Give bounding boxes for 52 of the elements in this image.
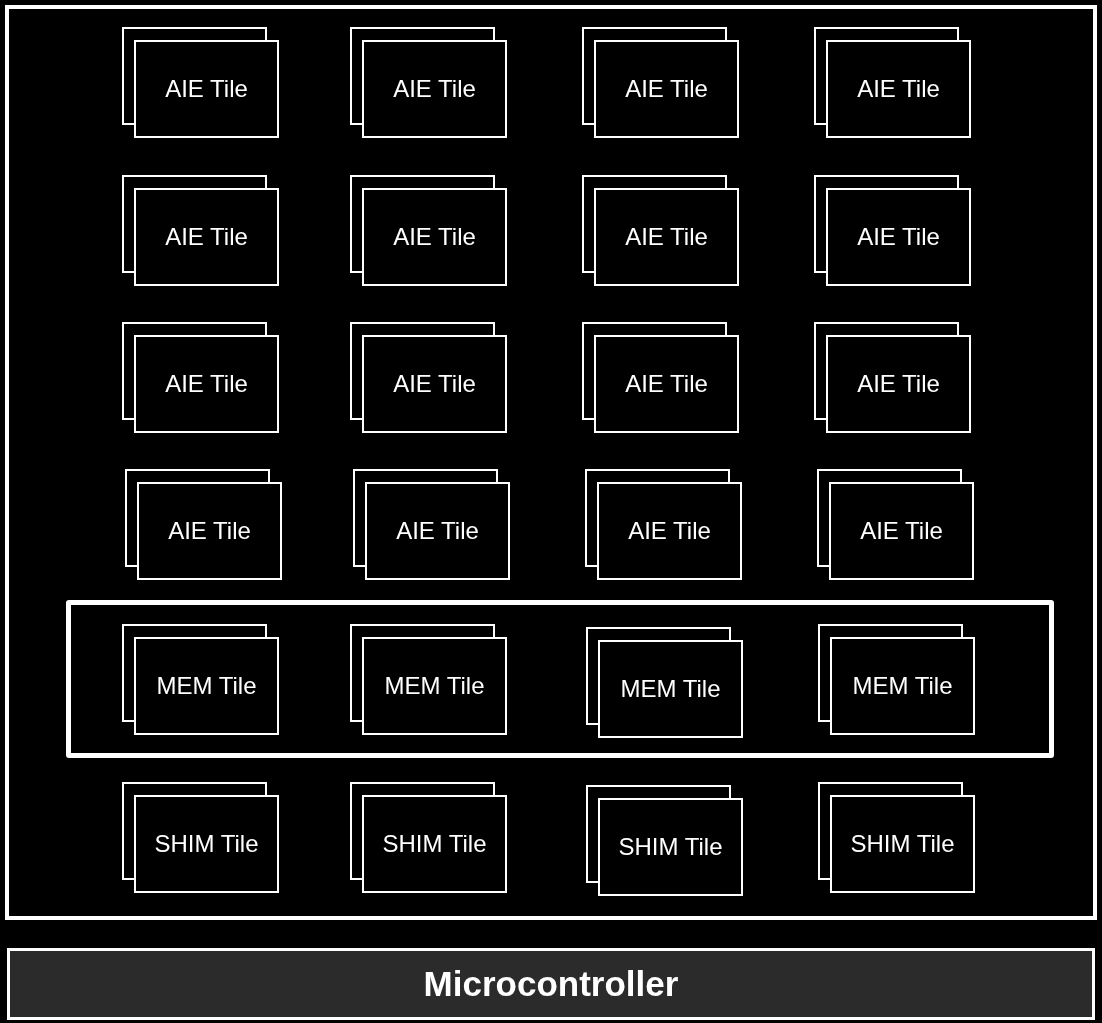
- controller-label: Microcontroller: [423, 964, 679, 1004]
- controller-bar: [7, 948, 1095, 1020]
- tile-label: AIE Tile: [393, 223, 476, 251]
- tile-label: AIE Tile: [393, 370, 476, 398]
- stacked-tile: [818, 624, 975, 735]
- tile-label: AIE Tile: [625, 75, 708, 103]
- tile-label: SHIM Tile: [154, 830, 259, 858]
- tile-label: MEM Tile: [156, 672, 257, 700]
- tile-label: AIE Tile: [628, 517, 711, 545]
- tile-label: AIE Tile: [165, 75, 248, 103]
- stacked-tile: [350, 27, 507, 138]
- stacked-tile: [582, 175, 739, 286]
- tile-label: AIE Tile: [857, 370, 940, 398]
- tile-label: AIE Tile: [625, 370, 708, 398]
- stacked-tile: [817, 469, 974, 580]
- stacked-tile: [350, 624, 507, 735]
- tile-label: MEM Tile: [384, 672, 485, 700]
- stacked-tile: [125, 469, 282, 580]
- tile-row-group: [66, 600, 1054, 758]
- stacked-tile: [122, 782, 279, 893]
- stacked-tile: [582, 322, 739, 433]
- tile-label: AIE Tile: [857, 223, 940, 251]
- tile-label: AIE Tile: [165, 223, 248, 251]
- stacked-tile: [350, 782, 507, 893]
- tile-label: AIE Tile: [625, 223, 708, 251]
- stacked-tile: [350, 175, 507, 286]
- stacked-tile: [586, 627, 743, 738]
- stacked-tile: [122, 175, 279, 286]
- stacked-tile: [586, 785, 743, 896]
- stacked-tile: [814, 27, 971, 138]
- tile-label: SHIM Tile: [382, 830, 487, 858]
- stacked-tile: [353, 469, 510, 580]
- stacked-tile: [818, 782, 975, 893]
- stacked-tile: [122, 624, 279, 735]
- stacked-tile: [122, 322, 279, 433]
- tile-label: SHIM Tile: [850, 830, 955, 858]
- stacked-tile: [814, 175, 971, 286]
- array-frame: [5, 5, 1097, 920]
- tile-label: AIE Tile: [168, 517, 251, 545]
- stacked-tile: [814, 322, 971, 433]
- tile-label: AIE Tile: [857, 75, 940, 103]
- tile-label: MEM Tile: [620, 675, 721, 703]
- tile-label: AIE Tile: [165, 370, 248, 398]
- tile-label: AIE Tile: [860, 517, 943, 545]
- tile-label: MEM Tile: [852, 672, 953, 700]
- stacked-tile: [122, 27, 279, 138]
- tile-label: AIE Tile: [393, 75, 476, 103]
- stacked-tile: [350, 322, 507, 433]
- tile-label: SHIM Tile: [618, 833, 723, 861]
- stacked-tile: [582, 27, 739, 138]
- stacked-tile: [585, 469, 742, 580]
- tile-label: AIE Tile: [396, 517, 479, 545]
